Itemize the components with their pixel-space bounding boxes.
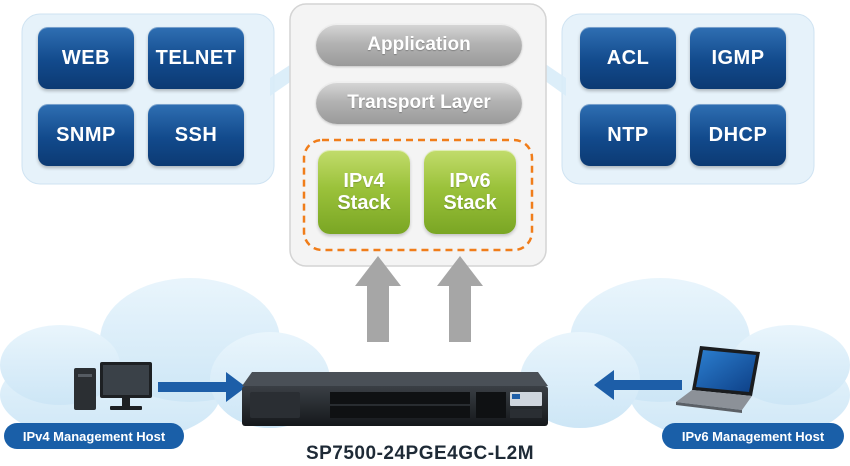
- network-switch-icon: [242, 372, 548, 426]
- laptop-icon: [676, 346, 760, 413]
- upward-arrow-left: [355, 256, 401, 342]
- ipv6-host-label: IPv6 Management Host: [662, 423, 844, 449]
- ipv6-stack-line2: Stack: [443, 192, 497, 214]
- ip-stack-frame: [302, 138, 534, 252]
- web-protocol-tile: WEB: [38, 27, 134, 89]
- right-cloud: [520, 278, 850, 443]
- ipv4-stack-line1: IPv4: [343, 170, 385, 192]
- ipv6-stack: IPv6 Stack: [424, 150, 516, 234]
- telnet-protocol-tile: TELNET: [148, 27, 244, 89]
- ipv6-stack-line1: IPv6: [449, 170, 491, 192]
- application-layer: Application: [316, 24, 522, 66]
- transport-layer: Transport Layer: [316, 82, 522, 124]
- desktop-computer-icon: [74, 362, 152, 410]
- ntp-protocol-tile: NTP: [580, 104, 676, 166]
- acl-protocol-tile: ACL: [580, 27, 676, 89]
- ssh-protocol-tile: SSH: [148, 104, 244, 166]
- arrow-from-ipv4-host: [158, 372, 246, 402]
- ipv4-stack-line2: Stack: [337, 192, 391, 214]
- dhcp-protocol-tile: DHCP: [690, 104, 786, 166]
- snmp-protocol-tile: SNMP: [38, 104, 134, 166]
- upward-arrow-right: [437, 256, 483, 342]
- ipv4-stack: IPv4 Stack: [318, 150, 410, 234]
- ipv4-host-label: IPv4 Management Host: [4, 423, 184, 449]
- arrow-from-ipv6-host: [594, 370, 682, 400]
- igmp-protocol-tile: IGMP: [690, 27, 786, 89]
- switch-model-caption: SP7500-24PGE4GC-L2M: [305, 443, 535, 464]
